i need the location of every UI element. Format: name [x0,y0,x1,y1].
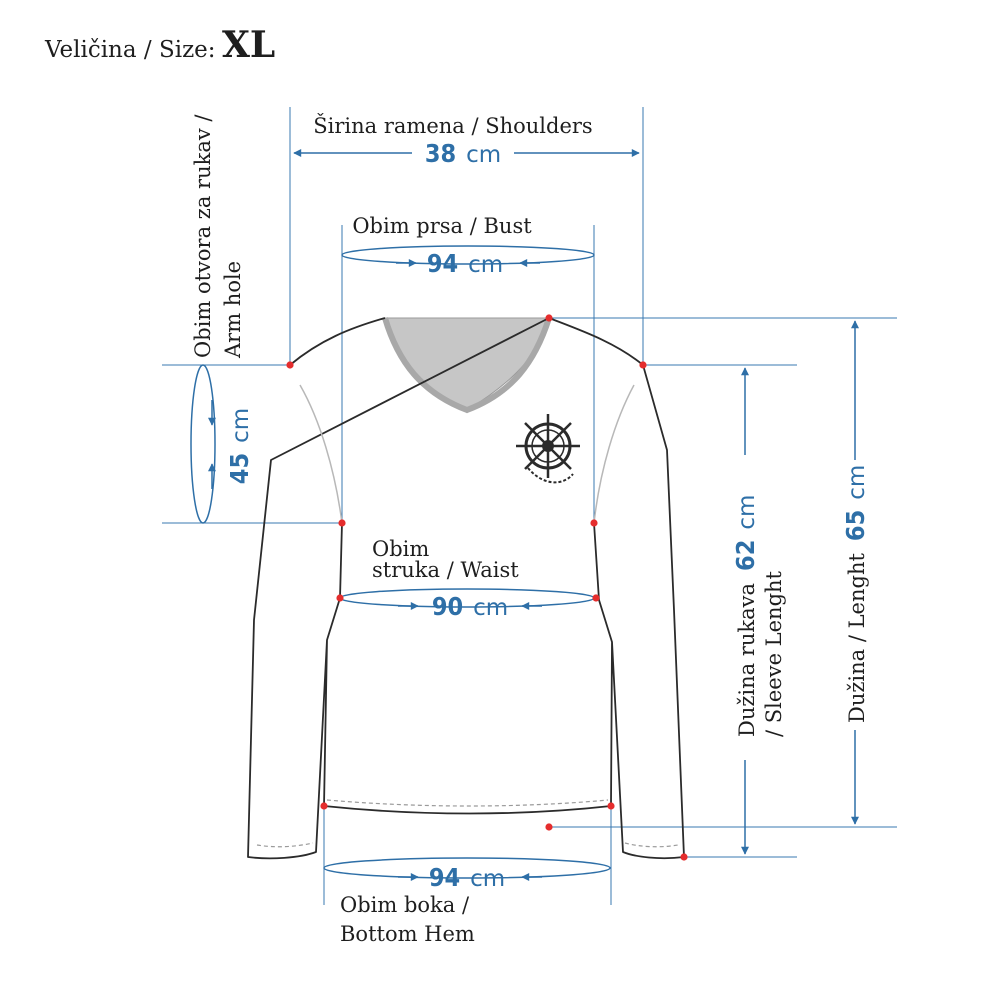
hem-unit: cm [470,866,505,892]
measurement-points [286,314,688,861]
sleeve-value: 62 [731,540,760,571]
bust-value: 94 [427,249,458,278]
bust-measurement: Obim prsa / Bust 94 cm [352,214,532,278]
length-value: 65 [841,510,870,541]
armhole-measurement: Obim otvora za rukav / Arm hole 45 cm [191,114,254,485]
hem-label-line1: Obim boka / [340,893,470,917]
left-cuff-stitch [256,842,314,848]
waist-value: 90 [432,592,463,621]
armhole-label-line1: Obim otvora za rukav / [191,114,215,358]
waist-label-line1: Obim [372,537,429,561]
bust-value-text: 94 cm [427,249,503,278]
dimension-arrows [190,149,859,881]
guide-lines [162,107,897,905]
left-raglan-seam [299,384,343,524]
right-cuff-stitch [624,842,679,848]
garment-outline [247,317,685,860]
sleeve-text-line1: Dužina rukava 62 cm [731,495,760,737]
armhole-unit: cm [228,408,254,443]
shoulders-label: Širina ramena / Shoulders [313,113,592,138]
sleeve-unit: cm [734,495,760,530]
armhole-value-text: 45 cm [225,408,254,484]
waist-value-text: 90 cm [432,592,508,621]
sleeve-length-measurement: Dužina rukava 62 cm / Sleeve Lenght [731,495,786,737]
size-label: Veličina / Size: [44,37,216,63]
armhole-label-line2: Arm hole [221,261,245,359]
armhole-value: 45 [225,453,254,484]
shoulders-value-text: 38 cm [425,139,501,168]
ship-wheel-icon [516,414,580,484]
length-unit: cm [844,465,870,500]
hem-label-line2: Bottom Hem [340,922,475,946]
waist-unit: cm [473,595,508,621]
bust-label: Obim prsa / Bust [352,214,532,238]
sleeve-label-line2: / Sleeve Lenght [762,570,786,737]
hem-value: 94 [429,863,460,892]
length-label: Dužina / Lenght [845,553,869,723]
shoulders-measurement: Širina ramena / Shoulders 38 cm [313,113,592,168]
waist-label-line2: struka / Waist [372,558,519,582]
shoulders-value: 38 [425,139,456,168]
hem-measurement: 94 cm Obim boka / Bottom Hem [340,863,505,946]
length-text: Dužina / Lenght 65 cm [841,465,870,723]
total-length-measurement: Dužina / Lenght 65 cm [841,465,870,723]
right-raglan-seam [593,384,635,524]
size-value: XL [222,24,275,66]
size-header: Veličina / Size: XL [44,24,275,66]
neck-trim [382,317,552,414]
hem-value-text: 94 cm [429,863,505,892]
hem-stitch [326,799,609,807]
bust-unit: cm [468,252,503,278]
shoulders-unit: cm [466,142,501,168]
waist-measurement: Obim struka / Waist 90 cm [372,537,519,621]
sleeve-label-line1: Dužina rukava [735,583,759,737]
